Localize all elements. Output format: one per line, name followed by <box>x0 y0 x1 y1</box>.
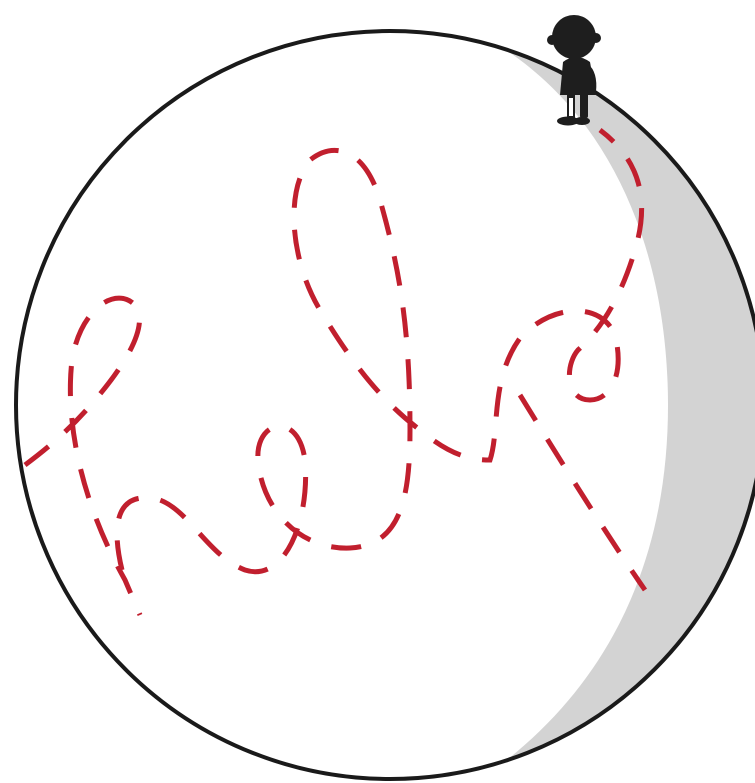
planet-scene <box>0 0 755 783</box>
